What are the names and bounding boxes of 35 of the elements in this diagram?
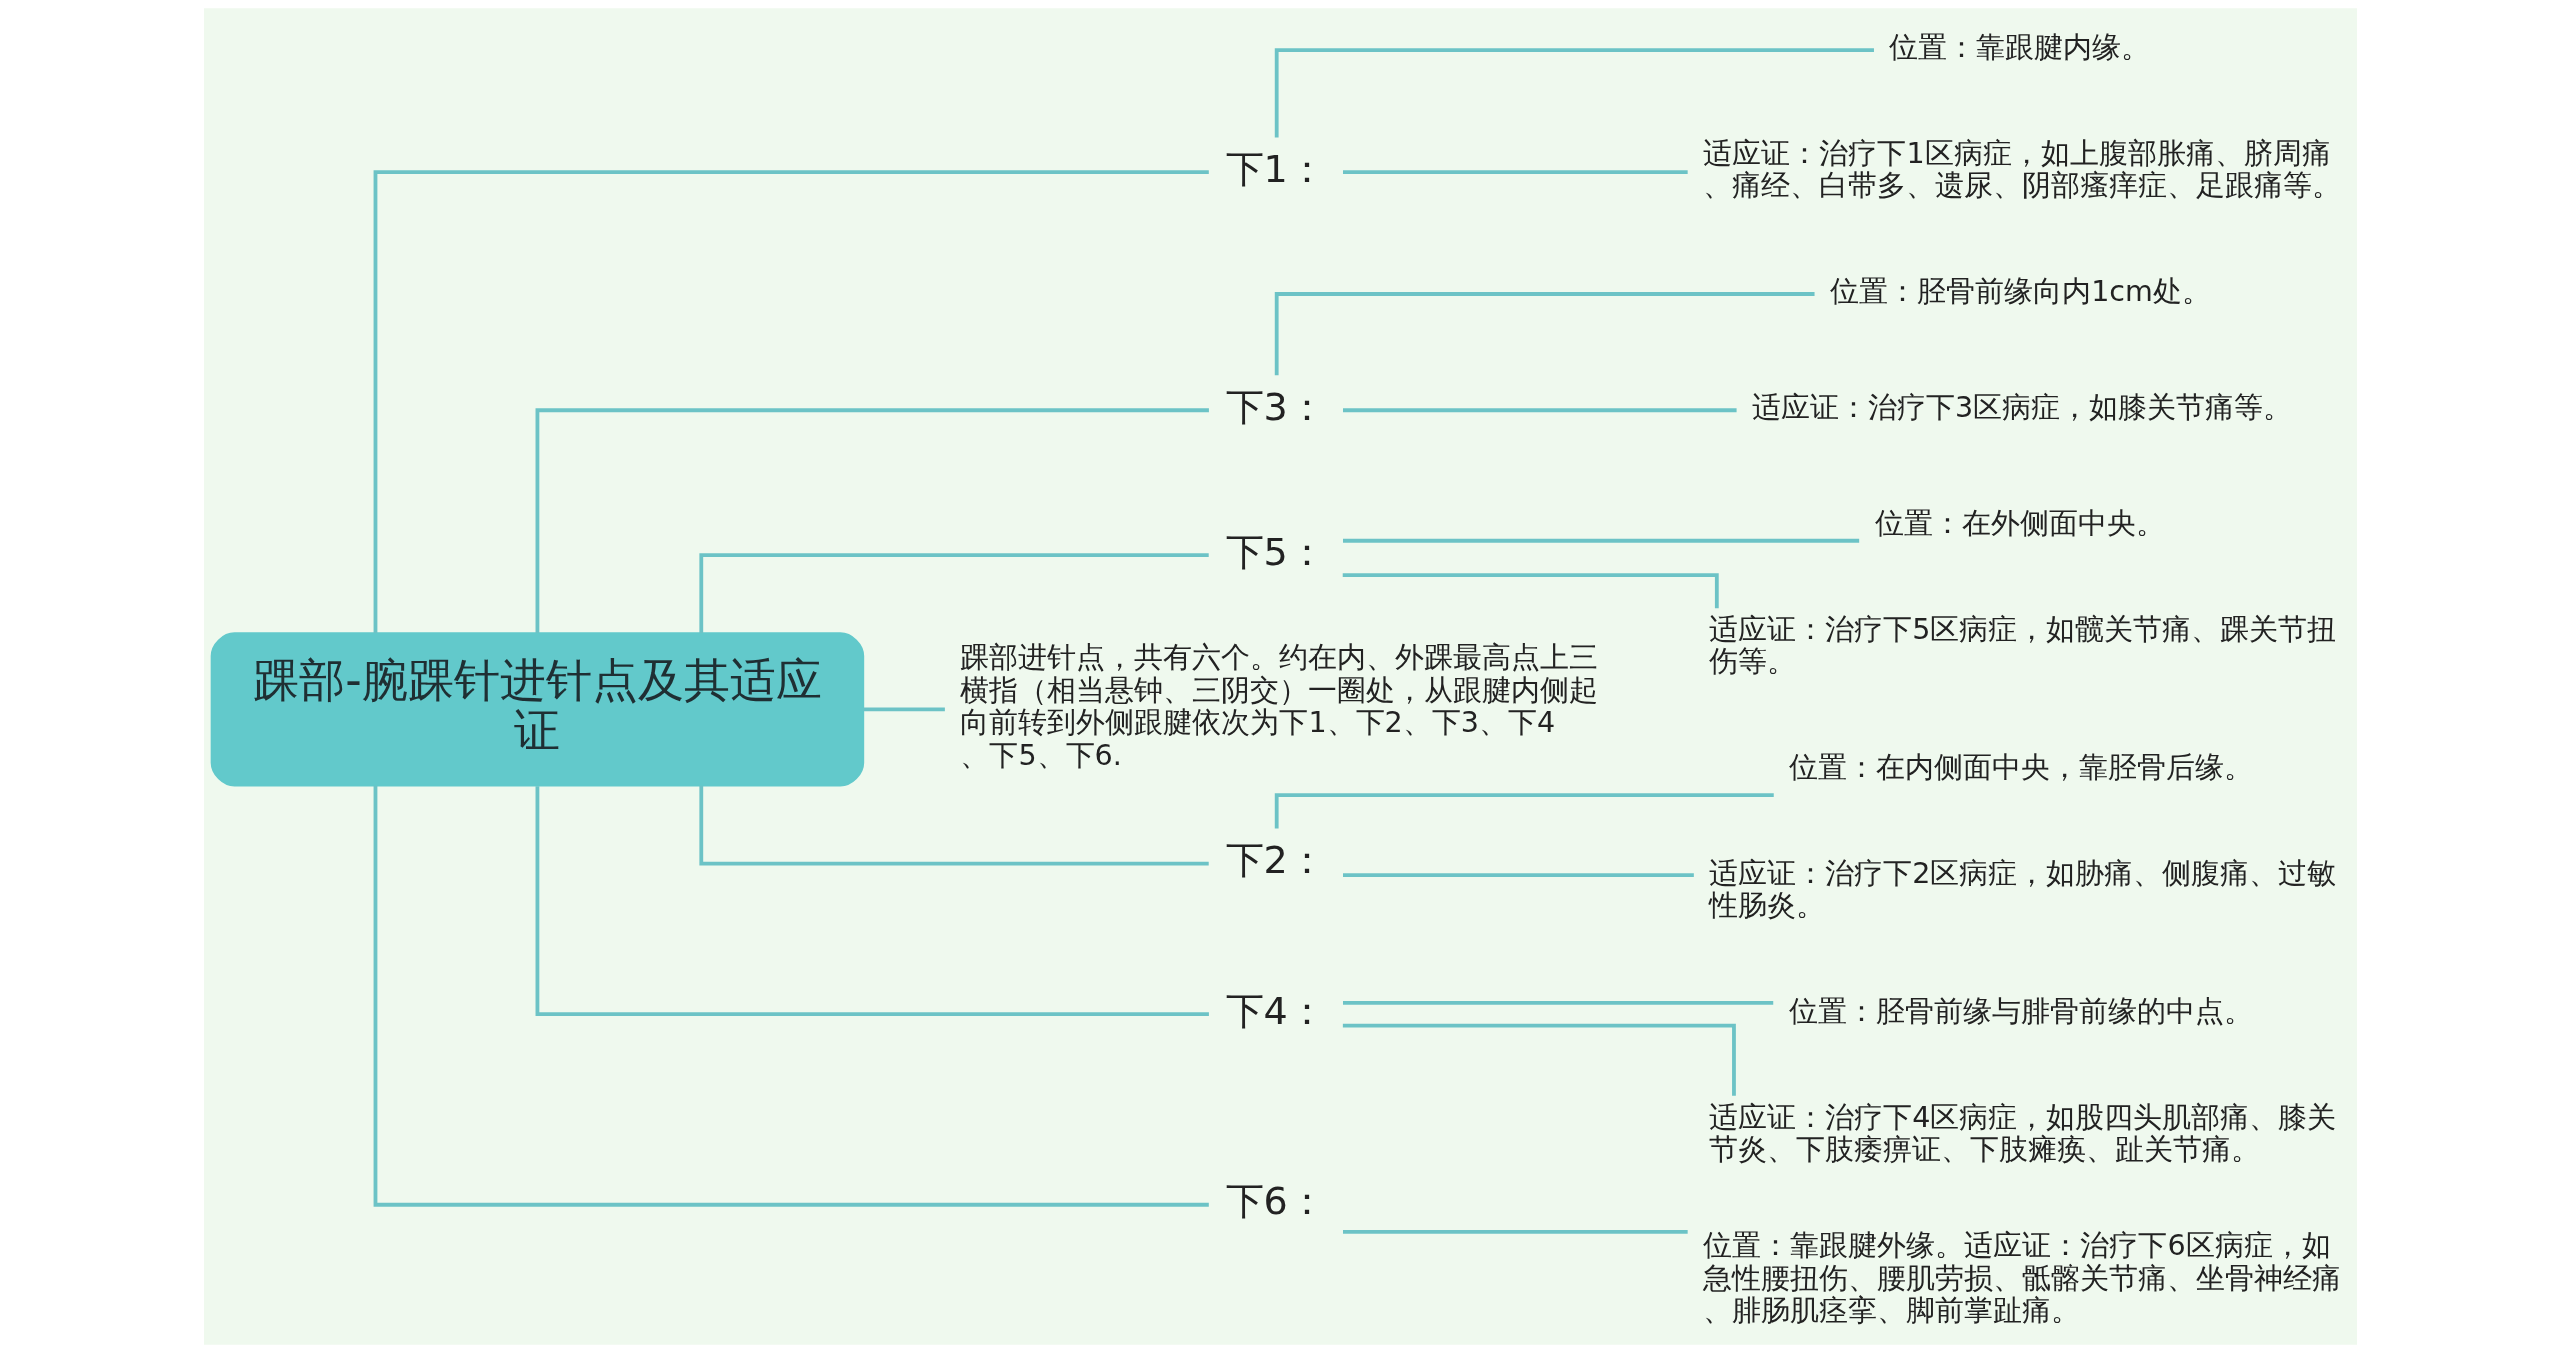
connector: [1342, 1230, 1688, 1234]
node-text: 踝部进针点，共有六个。约在内、外踝最高点上三横指（相当悬钟、三阴交）一圈处，从跟腱内侧起向前转到外侧跟腱依次为下1、下2、下3、下4、下5、下6.: [959, 640, 1598, 772]
connector: [1342, 538, 1859, 543]
node-text: 位置：靠跟腱外缘。适应证：治疗下6区病症，如急性腰扭伤、腰肌劳损、骶髂关节痛、坐骨神经痛、腓肠肌痉挛、脚前掌趾痛。: [1702, 1228, 2341, 1328]
node-text: 位置：在内侧面中央，靠胫骨后缘。: [1788, 750, 2253, 785]
connector: [535, 408, 1209, 634]
node-text: 位置：靠跟腱内缘。: [1888, 29, 2150, 64]
node-text: 位置：胫骨前缘与腓骨前缘的中点。: [1788, 993, 2253, 1028]
connector: [698, 785, 1209, 866]
connector: [698, 553, 1209, 634]
node-text: 适应证：治疗下3区病症，如膝关节痛等。: [1751, 389, 2292, 424]
connector: [1342, 170, 1688, 174]
connector: [373, 785, 1209, 1207]
node-text: 适应证：治疗下5区病症，如髋关节痛、踝关节扭伤等。: [1708, 611, 2336, 679]
node-text: 下5：: [1225, 529, 1326, 574]
connector: [862, 707, 945, 712]
node-box: 踝部-腕踝针进针点及其适应证: [210, 632, 864, 787]
node-text: 下4：: [1225, 988, 1326, 1033]
node-text: 适应证：治疗下1区病症，如上腹部胀痛、脐周痛、痛经、白带多、遗尿、阴部瘙痒症、足跟痛等。: [1702, 135, 2341, 202]
connector: [1274, 292, 1815, 376]
node-text: 位置：胫骨前缘向内1cm处。: [1829, 273, 2211, 308]
node-text: 位置：在外侧面中央。: [1874, 506, 2165, 541]
connector: [535, 786, 1209, 1017]
connector: [373, 170, 1209, 633]
node-text: 下2：: [1225, 838, 1326, 883]
connector: [1342, 1000, 1773, 1005]
node-text: 下6：: [1225, 1179, 1326, 1224]
connector: [1342, 1023, 1736, 1096]
node-text: 适应证：治疗下4区病症，如股四头肌部痛、膝关节炎、下肢痿痹证、下肢瘫痪、趾关节痛。: [1708, 1099, 2336, 1167]
node-text: 适应证：治疗下2区病症，如胁痛、侧腹痛、过敏性肠炎。: [1708, 855, 2336, 923]
node-text: 下3：: [1225, 384, 1326, 429]
connector: [1342, 408, 1737, 413]
node-text: 下1：: [1225, 146, 1326, 191]
connector: [1274, 48, 1874, 138]
connector: [1342, 873, 1694, 878]
